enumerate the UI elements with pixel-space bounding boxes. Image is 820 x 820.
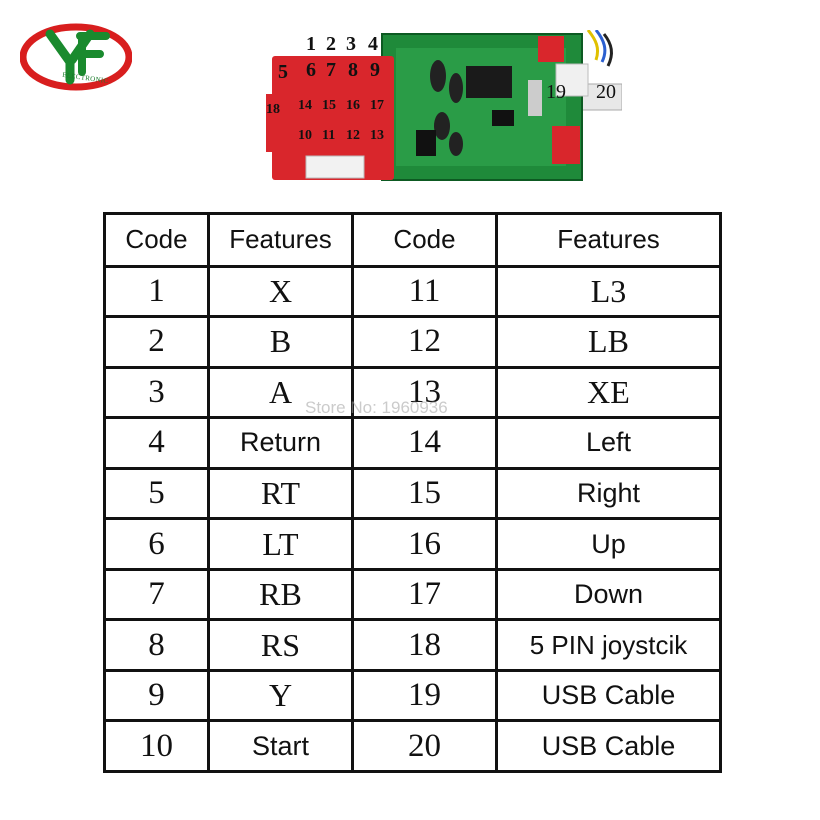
code-cell: 12 (351, 315, 498, 369)
code-cell: 7 (103, 567, 210, 622)
table-row: 6 LT 16 Up (103, 517, 722, 571)
pin-label: 18 (266, 102, 280, 117)
code-cell: 16 (351, 517, 498, 571)
code-cell: 4 (103, 416, 210, 470)
feature-cell: X (207, 264, 354, 319)
code-cell: 15 (351, 466, 498, 521)
pin-label: 15 (322, 98, 336, 113)
code-cell: 20 (351, 719, 498, 773)
pin-label: 12 (346, 128, 360, 143)
code-cell: 13 (351, 365, 498, 420)
feature-cell: 5 PIN joystcik (495, 618, 722, 672)
feature-cell: LT (207, 517, 354, 571)
pin-label: 1 (306, 33, 316, 55)
code-cell: 11 (351, 264, 498, 319)
pcb-illustration (266, 29, 623, 181)
feature-cell: XE (495, 365, 722, 420)
table-row: 1 X 11 L3 (103, 264, 722, 319)
store-watermark: Store No: 1960936 (305, 398, 448, 417)
pin-label: 10 (298, 128, 312, 143)
pin-label: 14 (298, 98, 312, 113)
code-cell: 8 (103, 618, 210, 672)
pin-label: 7 (326, 59, 336, 81)
table-row: 5 RT 15 Right (103, 466, 722, 521)
feature-cell: Down (495, 567, 722, 622)
pin-label: 8 (348, 59, 358, 81)
code-cell: 2 (103, 315, 210, 369)
feature-cell: LB (495, 315, 722, 369)
table-row: 7 RB 17 Down (103, 567, 722, 622)
table-row: 10 Start 20 USB Cable (103, 719, 722, 773)
pin-label: 5 (278, 61, 288, 83)
pin-label: 6 (306, 59, 316, 81)
feature-cell: RS (207, 618, 354, 672)
pin-label: 11 (322, 128, 336, 143)
feature-cell: L3 (495, 264, 722, 319)
pin-label: 4 (368, 33, 378, 55)
pin-label: 9 (370, 59, 380, 81)
table-row: 9 Y 19 USB Cable (103, 668, 722, 723)
pin-label: 16 (346, 98, 360, 113)
header-features: Features (207, 212, 354, 268)
feature-cell: Up (495, 517, 722, 571)
code-cell: 14 (351, 416, 498, 470)
pin-label: 13 (370, 128, 384, 143)
code-cell: 10 (103, 719, 210, 773)
feature-cell: B (207, 315, 354, 369)
code-cell: 18 (351, 618, 498, 672)
header-features: Features (495, 212, 722, 268)
table-row: 3 A 13 XE (103, 365, 722, 420)
feature-cell: USB Cable (495, 719, 722, 773)
feature-cell: A (207, 365, 354, 420)
code-cell: 9 (103, 668, 210, 723)
feature-cell: RT (207, 466, 354, 521)
header-code: Code (103, 212, 210, 268)
controller-board-photo: 1 2 3 4 5 6 7 8 9 18 14 15 16 17 10 11 1… (266, 29, 623, 186)
feature-cell: Y (207, 668, 354, 723)
code-cell: 3 (103, 365, 210, 420)
feature-cell: Return (207, 416, 354, 470)
brand-logo-icon (20, 23, 132, 91)
pin-label: 19 (546, 81, 566, 103)
code-cell: 5 (103, 466, 210, 521)
pin-label: 20 (596, 81, 616, 103)
code-cell: 17 (351, 567, 498, 622)
table-row: 8 RS 18 5 PIN joystcik (103, 618, 722, 672)
feature-cell: RB (207, 567, 354, 622)
table-row: 4 Return 14 Left (103, 416, 722, 470)
pin-label: 17 (370, 98, 384, 113)
table-header-row: Code Features Code Features (103, 212, 722, 268)
pin-function-table: Code Features Code Features 1 X 11 L3 2 … (103, 212, 722, 773)
code-cell: 6 (103, 517, 210, 571)
code-cell: 1 (103, 264, 210, 319)
feature-cell: Right (495, 466, 722, 521)
pin-label: 3 (346, 33, 356, 55)
feature-cell: Start (207, 719, 354, 773)
header-code: Code (351, 212, 498, 268)
code-cell: 19 (351, 668, 498, 723)
pin-label: 2 (326, 33, 336, 55)
table-row: 2 B 12 LB (103, 315, 722, 369)
feature-cell: Left (495, 416, 722, 470)
feature-cell: USB Cable (495, 668, 722, 723)
